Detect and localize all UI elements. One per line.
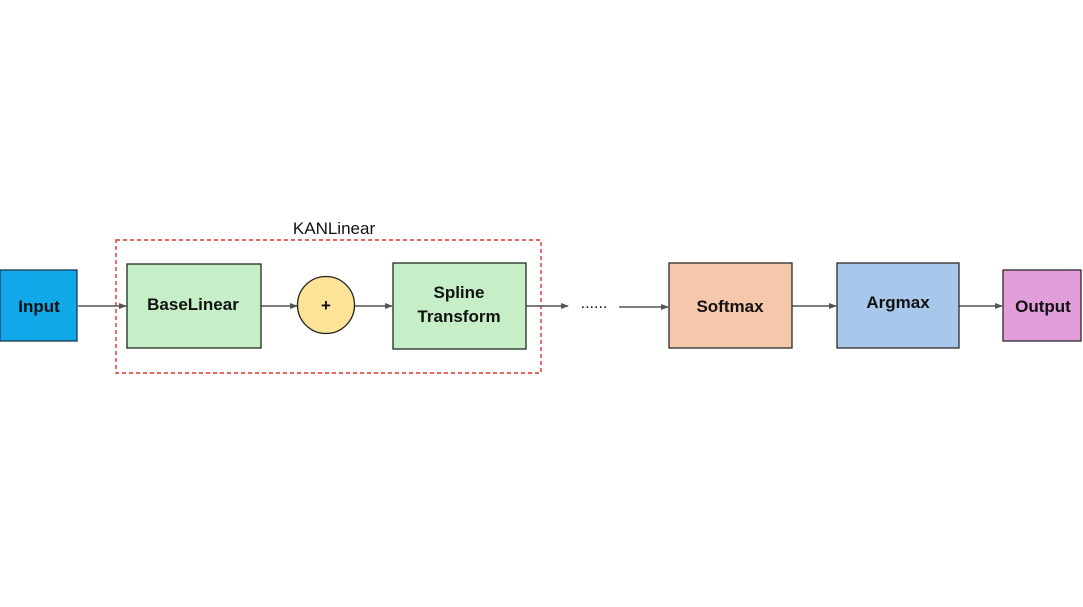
spline-transform-node-label-line1: Spline xyxy=(433,283,484,302)
softmax-node-box xyxy=(668,262,793,349)
input-node: Input xyxy=(0,269,78,342)
baselinear-node-label: BaseLinear xyxy=(147,295,239,314)
add-node-label: + xyxy=(321,296,331,315)
spline-transform-node-box xyxy=(392,262,527,350)
ellipsis-label: ...... xyxy=(581,295,608,312)
argmax-node-box xyxy=(836,262,960,349)
spline-transform-node-label-line2: Transform xyxy=(417,307,500,326)
spline-transform-node: Spline Transform xyxy=(392,262,527,350)
output-node: Output xyxy=(1002,269,1082,342)
input-node-label: Input xyxy=(18,297,60,316)
output-node-box xyxy=(1002,269,1082,342)
add-node: + xyxy=(296,275,356,335)
baselinear-node-box xyxy=(126,263,262,349)
baselinear-node: BaseLinear xyxy=(126,263,262,349)
kanlinear-group-title: KANLinear xyxy=(293,219,376,238)
add-node-circle xyxy=(296,275,356,335)
softmax-node-label: Softmax xyxy=(696,297,764,316)
output-node-label: Output xyxy=(1015,297,1071,316)
input-node-box xyxy=(0,269,78,342)
argmax-node-label: Argmax xyxy=(866,293,930,312)
argmax-node: Argmax xyxy=(836,262,960,349)
softmax-node: Softmax xyxy=(668,262,793,349)
